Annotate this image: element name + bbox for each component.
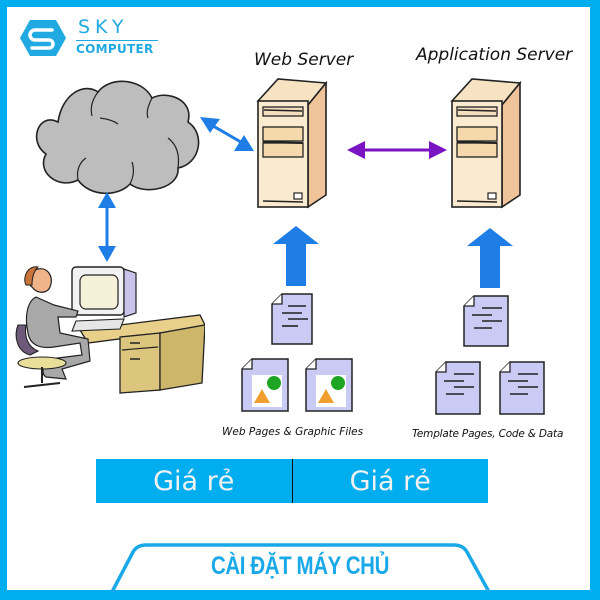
image-document-icon — [305, 358, 353, 412]
web-files-caption: Web Pages & Graphic Files — [222, 426, 364, 438]
brand-divider — [76, 40, 158, 41]
page-title: CÀI ĐẶT MÁY CHỦ — [211, 552, 389, 580]
price-label-right: Giá rẻ — [349, 465, 431, 497]
price-divider — [291, 459, 293, 503]
cloud-icon — [35, 80, 200, 195]
title-tab-outline — [110, 543, 491, 593]
web-server-label: Web Server — [254, 50, 354, 70]
brand-name-computer: COMPUTER — [76, 42, 154, 56]
up-arrow-app — [467, 228, 513, 288]
text-document-icon — [271, 293, 313, 345]
brand-name-sky: SKY — [78, 16, 129, 38]
app-server-label: Application Server — [416, 45, 573, 65]
app-files-caption: Template Pages, Code & Data — [412, 428, 564, 440]
image-document-icon — [241, 358, 289, 412]
text-document-icon — [499, 361, 545, 415]
text-document-icon — [435, 361, 481, 415]
bidirectional-arrow-vertical — [98, 192, 116, 262]
brand-logo: SKY COMPUTER — [18, 16, 158, 58]
price-label-left: Giá rẻ — [153, 465, 235, 497]
web-server-icon — [256, 78, 328, 209]
price-banner: Giá rẻ Giá rẻ — [96, 459, 488, 503]
bidirectional-arrow-diagonal — [200, 117, 254, 151]
text-document-icon — [463, 295, 509, 347]
app-server-icon — [450, 78, 522, 209]
hexagon-s-logo-icon — [20, 20, 66, 56]
bidirectional-arrow-horizontal — [347, 141, 447, 159]
user-at-computer-icon — [15, 266, 205, 394]
up-arrow-web — [273, 226, 319, 286]
